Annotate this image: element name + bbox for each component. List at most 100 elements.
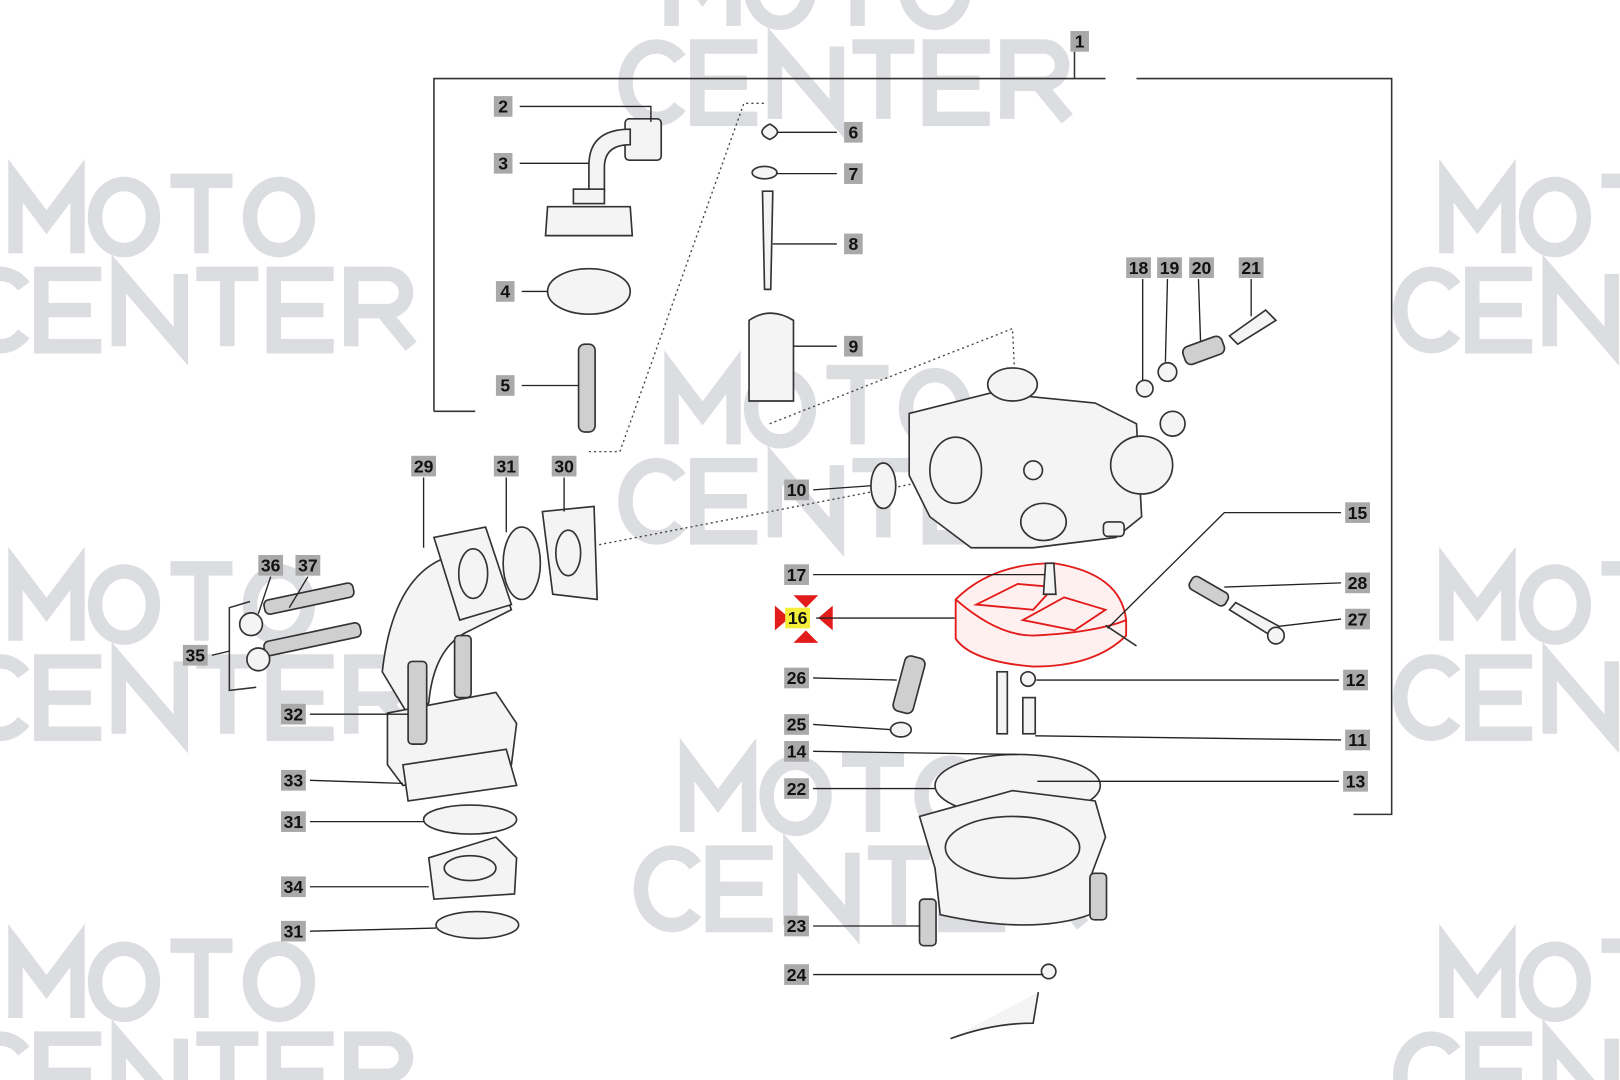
callout-number: 33 xyxy=(284,770,304,790)
callout-33[interactable]: 33 xyxy=(281,769,306,791)
callout-number: 5 xyxy=(500,376,510,396)
leader-line xyxy=(813,750,1018,756)
callout-number: 23 xyxy=(787,916,807,936)
watermark-logo xyxy=(1400,946,1620,1080)
callout-28[interactable]: 28 xyxy=(1345,572,1370,594)
callout-4[interactable]: 4 xyxy=(495,281,515,302)
callout-number: 37 xyxy=(298,556,318,576)
watermark-logo xyxy=(0,181,411,346)
callout-34[interactable]: 34 xyxy=(281,876,306,898)
callout-10[interactable]: 10 xyxy=(784,479,809,501)
callout-number: 22 xyxy=(787,779,807,799)
arrow-up-icon xyxy=(793,630,819,643)
leader-line xyxy=(211,650,230,656)
callout-badge xyxy=(1345,502,1370,523)
callout-number: 31 xyxy=(496,456,516,476)
callout-number: 35 xyxy=(186,645,206,665)
callout-8[interactable]: 8 xyxy=(844,233,863,255)
leader-line xyxy=(1197,279,1202,342)
callout-number: 25 xyxy=(787,715,807,735)
callout-24[interactable]: 24 xyxy=(784,964,809,985)
callout-9[interactable]: 9 xyxy=(844,335,863,357)
callout-number: 18 xyxy=(1129,258,1149,278)
callout-badge xyxy=(1238,257,1264,279)
arrow-down-icon xyxy=(793,595,819,608)
callout-badge xyxy=(844,163,863,184)
callout-number: 29 xyxy=(414,456,434,476)
callout-23[interactable]: 23 xyxy=(784,915,809,937)
assembly-frame xyxy=(433,51,1393,816)
callout-22[interactable]: 22 xyxy=(784,778,809,799)
callout-2[interactable]: 2 xyxy=(493,96,513,117)
callout-14[interactable]: 14 xyxy=(784,741,809,762)
callout-badge xyxy=(784,479,809,501)
callout-26[interactable]: 26 xyxy=(784,667,809,689)
callout-15[interactable]: 15 xyxy=(1345,502,1370,523)
callout-5[interactable]: 5 xyxy=(495,375,515,396)
leader-line xyxy=(288,576,309,609)
callout-11[interactable]: 11 xyxy=(1345,729,1370,751)
leader-line xyxy=(813,485,872,491)
leader-lines xyxy=(211,105,1342,976)
callout-35[interactable]: 35 xyxy=(182,644,208,666)
callout-number: 6 xyxy=(849,122,859,142)
callout-badge xyxy=(411,455,436,477)
callout-29[interactable]: 29 xyxy=(411,455,436,477)
callout-badge xyxy=(784,564,809,585)
callout-25[interactable]: 25 xyxy=(784,714,809,735)
callout-badge xyxy=(784,915,809,937)
callout-31[interactable]: 31 xyxy=(281,811,306,832)
arrow-right-icon xyxy=(774,605,790,631)
callout-7[interactable]: 7 xyxy=(844,163,863,184)
callout-badge xyxy=(258,554,284,576)
callout-badge xyxy=(1345,729,1370,751)
leader-line xyxy=(309,927,437,932)
callout-badge xyxy=(1343,669,1368,691)
callout-number: 17 xyxy=(787,565,807,585)
part-16-float-highlighted xyxy=(954,562,1128,668)
callout-badge xyxy=(281,811,306,832)
callout-number: 11 xyxy=(1348,730,1367,750)
watermark-logo xyxy=(1400,568,1620,733)
callout-number: 2 xyxy=(498,97,508,117)
callout-17[interactable]: 17 xyxy=(784,564,809,585)
callout-badge xyxy=(1343,770,1368,792)
callout-number: 32 xyxy=(284,704,304,724)
callout-badge xyxy=(281,769,306,791)
callout-20[interactable]: 20 xyxy=(1189,257,1214,279)
callout-32[interactable]: 32 xyxy=(281,703,306,725)
callout-31[interactable]: 31 xyxy=(493,455,519,477)
callout-12[interactable]: 12 xyxy=(1343,669,1368,691)
leader-line xyxy=(519,105,652,122)
callout-number: 28 xyxy=(1348,573,1368,593)
callout-badge xyxy=(785,607,810,629)
callout-19[interactable]: 19 xyxy=(1157,257,1182,279)
callout-badge xyxy=(784,714,809,735)
callout-36[interactable]: 36 xyxy=(258,554,284,576)
callout-badge xyxy=(784,741,809,762)
callout-badge xyxy=(844,121,863,143)
callout-badge xyxy=(295,554,321,576)
callout-number: 10 xyxy=(787,480,807,500)
callout-badge xyxy=(551,455,577,477)
leader-line xyxy=(813,677,897,681)
part-fuel-elbow xyxy=(544,118,663,237)
callout-6[interactable]: 6 xyxy=(844,121,863,143)
watermark-logo xyxy=(625,0,1067,119)
callout-30[interactable]: 30 xyxy=(551,455,577,477)
callout-13[interactable]: 13 xyxy=(1343,770,1368,792)
callout-27[interactable]: 27 xyxy=(1345,608,1370,630)
callout-21[interactable]: 21 xyxy=(1238,257,1264,279)
callout-3[interactable]: 3 xyxy=(493,152,513,174)
callout-badge xyxy=(495,281,515,302)
callout-37[interactable]: 37 xyxy=(295,554,321,576)
callout-number: 3 xyxy=(498,153,508,173)
callout-18[interactable]: 18 xyxy=(1126,257,1151,279)
callout-16[interactable]: 16 xyxy=(785,607,810,629)
leader-line xyxy=(1278,618,1342,627)
callout-1[interactable]: 1 xyxy=(1070,31,1089,52)
callout-31[interactable]: 31 xyxy=(281,920,306,942)
callout-number: 26 xyxy=(787,668,807,688)
leader-line xyxy=(257,576,272,615)
